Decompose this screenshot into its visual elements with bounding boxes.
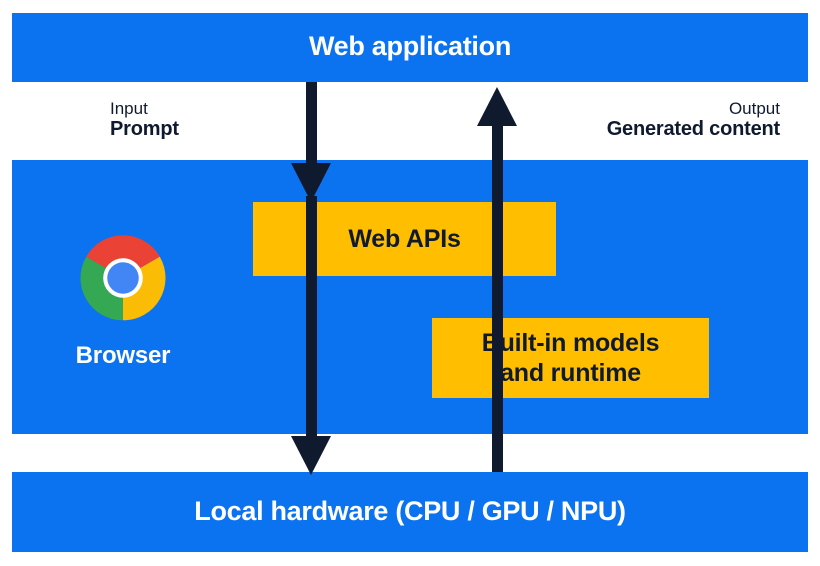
built-in-models-box: Built-in models and runtime [432,318,709,398]
built-in-models-label: Built-in models and runtime [474,328,668,388]
web-application-band: Web application [12,13,808,82]
output-arrow-head-to-web-application [477,87,517,126]
input-kind-text: Input [110,99,148,118]
input-arrow-head-to-local-hardware [291,436,331,475]
web-application-label: Web application [308,31,512,61]
input-flow-label: Input Prompt [110,99,179,140]
chrome-logo-icon [78,233,168,323]
input-arrow-shaft-lower [306,196,317,444]
web-apis-box: Web APIs [253,202,556,276]
input-arrow-shaft-upper [306,82,317,174]
browser-block: Browser [52,233,194,370]
built-in-models-line1: Built-in models [481,329,660,357]
input-arrow-head-to-web-apis [291,163,331,202]
output-arrow-shaft [492,104,503,472]
output-flow-label: Output Generated content [606,99,781,141]
browser-label: Browser [75,342,171,369]
built-in-models-line2: and runtime [500,359,641,387]
output-value-text: Generated content [606,118,781,141]
output-kind-text: Output [728,99,780,118]
input-value-text: Prompt [110,118,179,141]
web-apis-label: Web APIs [348,225,461,253]
local-hardware-band: Local hardware (CPU / GPU / NPU) [12,472,808,552]
local-hardware-label: Local hardware (CPU / GPU / NPU) [194,496,626,526]
